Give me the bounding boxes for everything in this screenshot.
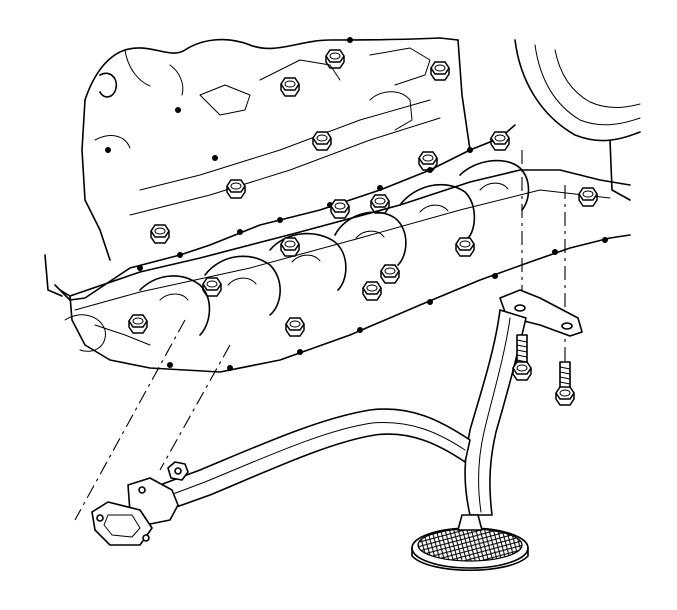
mounting-bolt-right [555, 361, 575, 406]
pipe-retaining-nut [167, 461, 189, 481]
engine-block [44, 37, 641, 373]
oil-pump-screen-pipe [127, 289, 583, 526]
pickup-screen [411, 514, 529, 572]
pump-flange-gasket [91, 501, 153, 546]
mounting-bolt-left [512, 334, 532, 381]
